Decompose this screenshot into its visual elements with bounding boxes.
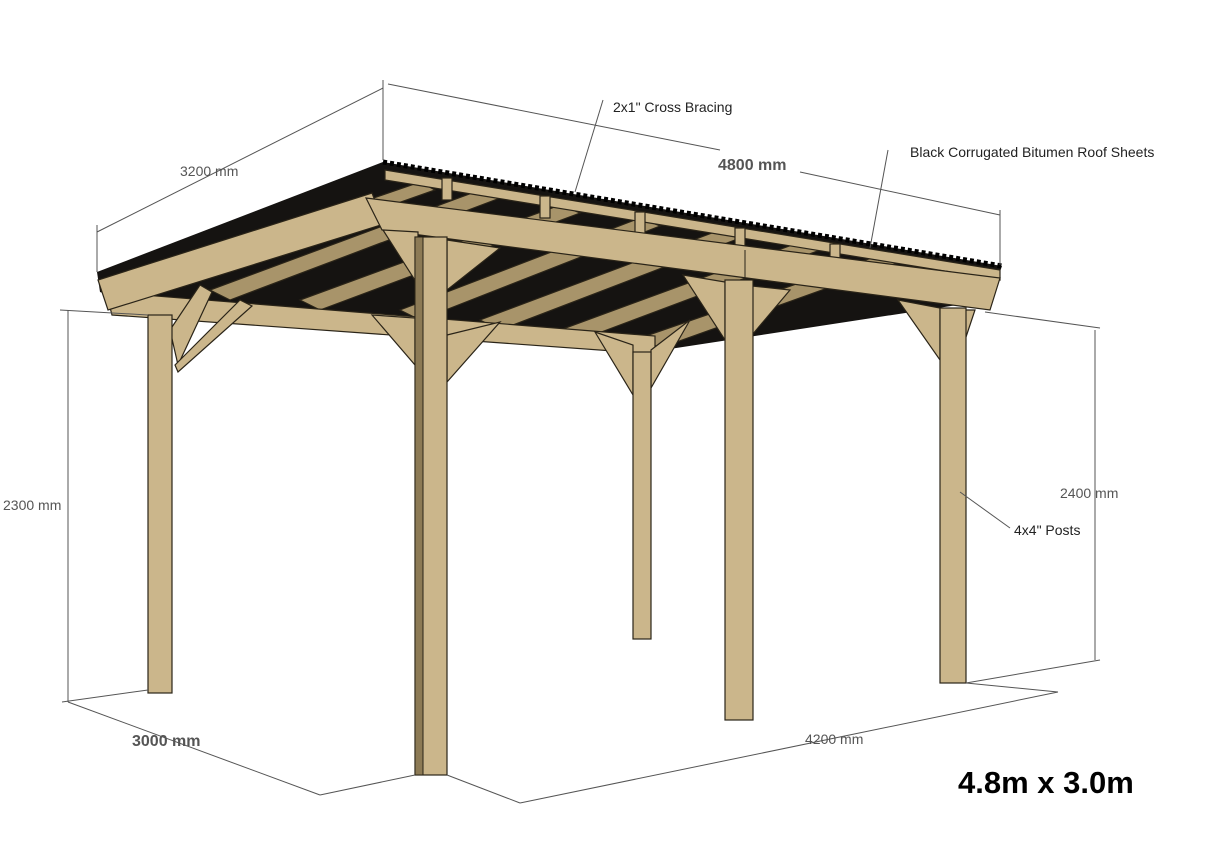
front-beam xyxy=(364,197,1001,311)
base-length-dimension: 4200 mm xyxy=(805,731,863,747)
roof-length-dimension: 4800 mm xyxy=(718,157,787,174)
posts-label: 4x4" Posts xyxy=(1014,522,1080,538)
post-right xyxy=(939,307,967,684)
post-back-left xyxy=(147,314,173,694)
post-front-middle xyxy=(724,279,754,721)
right-height-dimension: 2400 mm xyxy=(1060,485,1118,501)
post-back-middle xyxy=(632,351,652,640)
roof-sheets-label: Black Corrugated Bitumen Roof Sheets xyxy=(910,144,1154,160)
cross-bracing-label: 2x1" Cross Bracing xyxy=(613,99,732,115)
base-depth-dimension: 3000 mm xyxy=(132,733,201,750)
size-title: 4.8m x 3.0m xyxy=(958,765,1134,800)
posts xyxy=(147,236,967,776)
roof-depth-dimension: 3200 mm xyxy=(180,163,238,179)
dimension-lines xyxy=(59,80,1101,804)
left-height-dimension: 2300 mm xyxy=(3,497,61,513)
knee-braces xyxy=(169,229,976,398)
